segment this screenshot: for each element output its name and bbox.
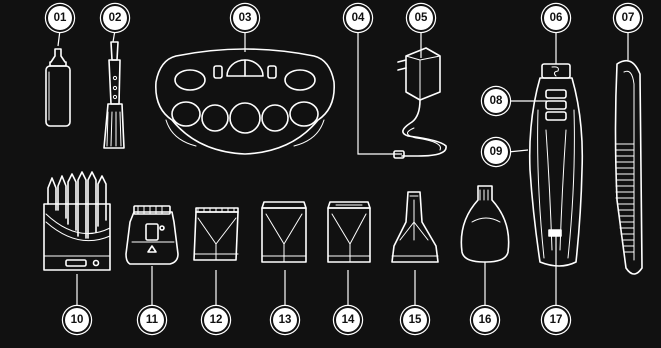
callout-05: 05 bbox=[409, 6, 433, 30]
power-adapter-icon bbox=[394, 48, 446, 158]
detail-trimmer-icon bbox=[392, 192, 438, 262]
callout-02: 02 bbox=[103, 6, 127, 30]
callout-01: 01 bbox=[48, 6, 72, 30]
callout-07: 07 bbox=[616, 6, 640, 30]
leader-09 bbox=[508, 150, 528, 152]
leader-01 bbox=[58, 30, 60, 46]
callout-13: 13 bbox=[273, 308, 297, 332]
callout-06: 06 bbox=[544, 6, 568, 30]
callout-16: 16 bbox=[473, 308, 497, 332]
leader-04 bbox=[358, 30, 402, 154]
nose-trimmer-icon bbox=[461, 186, 508, 262]
callout-11: 11 bbox=[140, 308, 164, 332]
wide-trimmer-icon bbox=[194, 208, 238, 260]
trimmer-handle-icon bbox=[530, 64, 583, 266]
storage-stand-icon bbox=[156, 49, 334, 154]
callout-08: 08 bbox=[484, 89, 508, 113]
comb-guide-icon bbox=[44, 172, 110, 270]
comb-icon bbox=[616, 61, 643, 274]
leader-02 bbox=[113, 30, 115, 42]
callout-09: 09 bbox=[484, 140, 508, 164]
callout-03: 03 bbox=[233, 6, 257, 30]
trimmer-blade-icon bbox=[262, 202, 306, 262]
precision-blade-icon bbox=[328, 202, 370, 262]
callout-12: 12 bbox=[204, 308, 228, 332]
shaver-head-icon bbox=[126, 206, 178, 264]
oil-bottle-icon bbox=[46, 49, 70, 126]
cleaning-brush-icon bbox=[104, 42, 124, 148]
callout-15: 15 bbox=[403, 308, 427, 332]
callout-14: 14 bbox=[336, 308, 360, 332]
callout-04: 04 bbox=[346, 6, 370, 30]
callout-10: 10 bbox=[65, 308, 89, 332]
callout-17: 17 bbox=[544, 308, 568, 332]
